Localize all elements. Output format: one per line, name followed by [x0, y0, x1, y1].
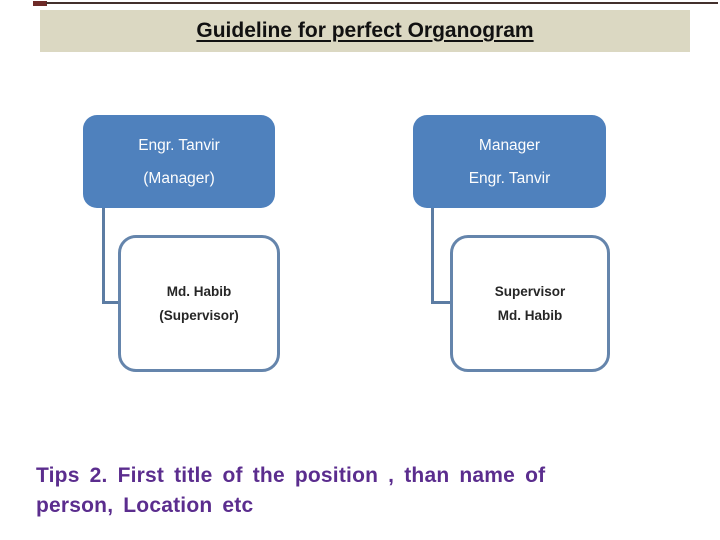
tips-line-2: person, Location etc: [36, 493, 254, 517]
org-parent-right-line1: Manager: [478, 136, 541, 154]
org-parent-right-line2: Engr. Tanvir: [468, 169, 551, 187]
org-child-left-line2: (Supervisor): [159, 307, 239, 323]
org-child-right-line2: Md. Habib: [497, 307, 563, 323]
org-parent-node-right: Manager Engr. Tanvir: [413, 115, 606, 208]
top-accent-stub: [33, 1, 47, 6]
org-parent-left-line1: Engr. Tanvir: [138, 136, 220, 154]
slide-title: Guideline for perfect Organogram: [196, 19, 534, 42]
top-accent-line: [46, 2, 718, 4]
org-parent-node-left: Engr. Tanvir (Manager): [83, 115, 275, 208]
org-child-node-left: Md. Habib (Supervisor): [118, 235, 280, 372]
org-child-right-line1: Supervisor: [494, 283, 566, 299]
org-child-left-line1: Md. Habib: [166, 283, 232, 299]
org-parent-left-line2: (Manager): [143, 169, 215, 187]
tips-text: Tips 2. First title of the position , th…: [36, 461, 636, 520]
tips-line-1: Tips 2. First title of the position , th…: [36, 464, 546, 487]
org-connector-left: [102, 208, 118, 304]
org-child-node-right: Supervisor Md. Habib: [450, 235, 610, 372]
slide-title-bar: Guideline for perfect Organogram: [40, 10, 690, 52]
org-connector-right: [431, 208, 450, 304]
